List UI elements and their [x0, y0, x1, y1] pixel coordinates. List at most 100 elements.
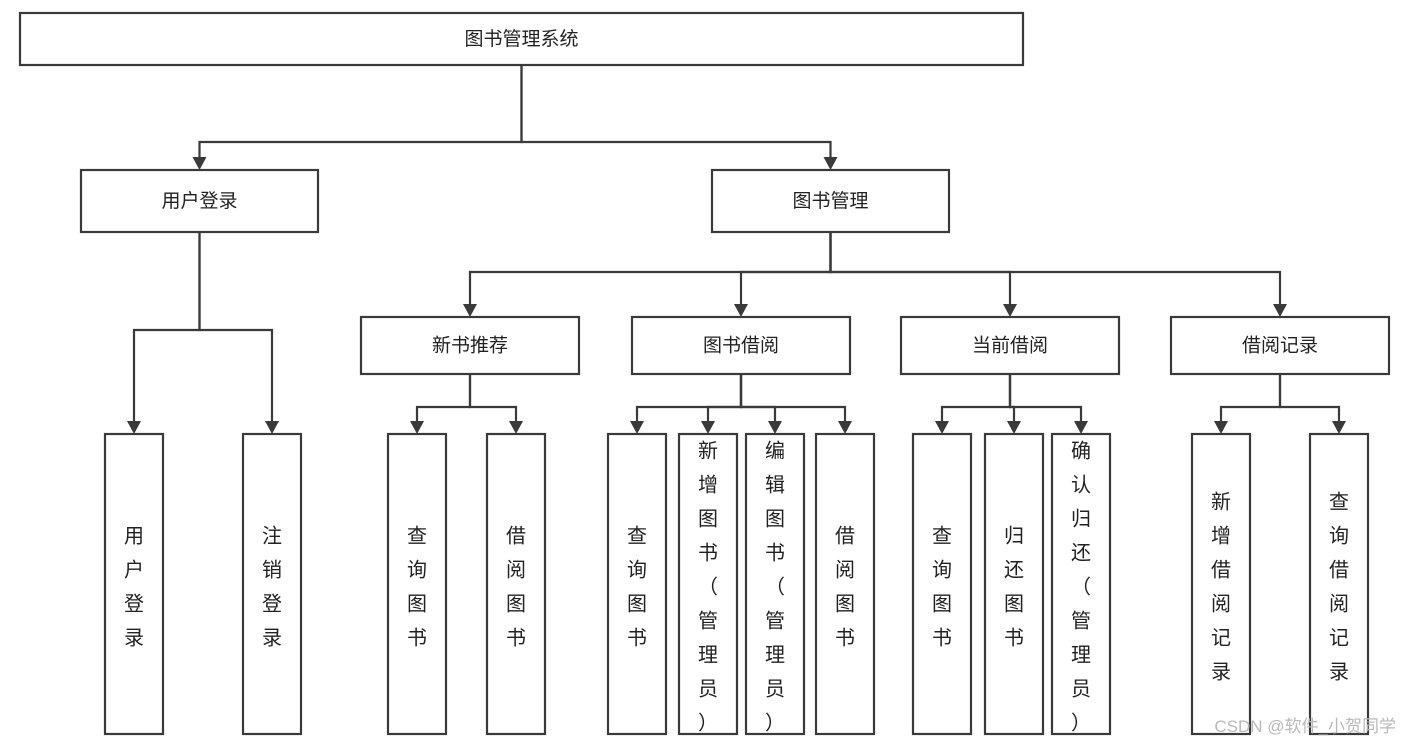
node-root[interactable]: 图书管理系统 [18, 11, 1025, 67]
connector-current-borrow-2-arrowhead [1074, 421, 1088, 434]
connector-bm-2-line [829, 232, 1012, 305]
node-leaf-add-borrow-record[interactable]: 新增借阅记录 [1190, 432, 1252, 736]
connector-book-borrow-0-line [635, 374, 743, 422]
node-leaf-edit-book-box[interactable] [744, 432, 806, 736]
node-current-borrow[interactable]: 当前借阅 [899, 315, 1121, 376]
node-leaf-query-book-recommend-label: 查询图书 [407, 525, 427, 650]
node-leaf-logout[interactable]: 注销登录 [241, 432, 303, 736]
connector-new-book-recommend-1-line [468, 374, 518, 422]
node-leaf-query-borrow-record-label: 查询借阅记录 [1329, 491, 1349, 684]
connector-book-borrow-0-arrowhead [630, 421, 644, 434]
node-leaf-query-book-current-label: 查询图书 [932, 525, 952, 650]
connector-book-borrow-1-arrowhead [701, 421, 715, 434]
node-current-borrow-label: 当前借阅 [972, 335, 1048, 357]
connector-user-login-0-line [132, 232, 201, 422]
connector-bm-2-arrowhead [1003, 304, 1017, 317]
node-user-login-box[interactable] [79, 168, 320, 234]
node-new-book-recommend-label: 新书推荐 [432, 335, 508, 357]
connector-root-1-line [520, 65, 832, 158]
connector-book-borrow-2-arrowhead [768, 421, 782, 434]
node-current-borrow-box[interactable] [899, 315, 1121, 376]
connector-bm-1-line [739, 232, 832, 305]
node-book-management[interactable]: 图书管理 [710, 168, 951, 234]
node-root-label: 图书管理系统 [464, 28, 578, 50]
node-leaf-edit-book[interactable]: 编辑图书（管理员） [744, 432, 806, 736]
node-leaf-borrow-book[interactable]: 借阅图书 [814, 432, 876, 736]
node-leaf-add-book[interactable]: 新增图书（管理员） [677, 432, 739, 736]
connector-current-borrow-1-arrowhead [1007, 421, 1021, 434]
connector-new-book-recommend-0-arrowhead [410, 421, 424, 434]
connector-borrow-record-0-arrowhead [1214, 421, 1228, 434]
connector-current-borrow-0-line [940, 374, 1012, 422]
connector-current-borrow-0-arrowhead [935, 421, 949, 434]
node-leaf-add-borrow-record-label: 新增借阅记录 [1211, 491, 1231, 684]
connector-bm-3-line [829, 232, 1282, 305]
connector-book-borrow-3-arrowhead [838, 421, 852, 434]
node-leaf-add-book-label: 新增图书（管理员） [698, 440, 718, 735]
node-leaf-edit-book-label: 编辑图书（管理员） [765, 440, 785, 735]
connector-user-login-0-arrowhead [127, 421, 141, 434]
connector-new-book-recommend-1-arrowhead [509, 421, 523, 434]
connector-borrow-record-0-line [1219, 374, 1282, 422]
connector-current-borrow-2-line [1008, 374, 1083, 422]
node-leaf-logout-label: 注销登录 [262, 525, 282, 650]
node-leaf-query-book-current-box[interactable] [911, 432, 973, 736]
connector-book-borrow-3-line [739, 374, 847, 422]
node-leaf-confirm-return-box[interactable] [1050, 432, 1112, 736]
connector-bm-0-arrowhead [463, 304, 477, 317]
node-leaf-query-book-borrow-label: 查询图书 [627, 525, 647, 650]
node-leaf-return-book-box[interactable] [983, 432, 1045, 736]
node-leaf-query-book-borrow-box[interactable] [606, 432, 668, 736]
node-leaf-return-book-label: 归还图书 [1004, 525, 1024, 650]
node-new-book-recommend[interactable]: 新书推荐 [359, 315, 581, 376]
connector-user-login-1-arrowhead [265, 421, 279, 434]
connector-user-login-1-line [198, 232, 274, 422]
node-leaf-borrow-book-recommend-box[interactable] [485, 432, 547, 736]
node-leaf-return-book[interactable]: 归还图书 [983, 432, 1045, 736]
node-book-borrow-label: 图书借阅 [703, 335, 779, 357]
connector-book-borrow-2-line [739, 374, 777, 422]
node-leaf-query-book-recommend[interactable]: 查询图书 [386, 432, 448, 736]
node-leaf-borrow-book-label: 借阅图书 [835, 525, 855, 650]
node-leaf-query-borrow-record[interactable]: 查询借阅记录 [1308, 432, 1370, 736]
node-borrow-record[interactable]: 借阅记录 [1169, 315, 1391, 376]
node-borrow-record-label: 借阅记录 [1242, 335, 1318, 357]
node-user-login[interactable]: 用户登录 [79, 168, 320, 234]
nodes-layer: 图书管理系统用户登录图书管理新书推荐图书借阅当前借阅借阅记录用户登录注销登录查询… [18, 11, 1391, 736]
node-book-borrow[interactable]: 图书借阅 [630, 315, 852, 376]
node-leaf-query-book-recommend-box[interactable] [386, 432, 448, 736]
node-leaf-user-login[interactable]: 用户登录 [103, 432, 165, 736]
node-leaf-add-book-box[interactable] [677, 432, 739, 736]
connector-bm-1-arrowhead [734, 304, 748, 317]
node-leaf-query-book-borrow[interactable]: 查询图书 [606, 432, 668, 736]
node-leaf-logout-box[interactable] [241, 432, 303, 736]
connector-root-0-arrowhead [192, 157, 207, 170]
connectors-layer [127, 65, 1346, 434]
node-leaf-borrow-book-recommend-label: 借阅图书 [506, 525, 526, 650]
node-book-management-label: 图书管理 [792, 190, 868, 212]
node-new-book-recommend-box[interactable] [359, 315, 581, 376]
node-leaf-query-borrow-record-box[interactable] [1308, 432, 1370, 736]
node-leaf-confirm-return-label: 确认归还（管理员） [1071, 440, 1091, 735]
connector-new-book-recommend-0-line [415, 374, 472, 422]
node-leaf-query-book-current[interactable]: 查询图书 [911, 432, 973, 736]
node-borrow-record-box[interactable] [1169, 315, 1391, 376]
connector-borrow-record-1-arrowhead [1332, 421, 1346, 434]
csdn-watermark: CSDN @软件_小贺同学 [1214, 717, 1396, 736]
node-user-login-label: 用户登录 [161, 190, 237, 212]
node-leaf-borrow-book-box[interactable] [814, 432, 876, 736]
connector-bm-0-line [468, 232, 832, 305]
node-leaf-user-login-box[interactable] [103, 432, 165, 736]
node-book-management-box[interactable] [710, 168, 951, 234]
connector-root-0-line [198, 65, 523, 158]
node-leaf-user-login-label: 用户登录 [124, 526, 144, 650]
node-leaf-add-borrow-record-box[interactable] [1190, 432, 1252, 736]
node-leaf-borrow-book-recommend[interactable]: 借阅图书 [485, 432, 547, 736]
connector-borrow-record-1-line [1278, 374, 1341, 422]
node-leaf-confirm-return[interactable]: 确认归还（管理员） [1050, 432, 1112, 736]
node-book-borrow-box[interactable] [630, 315, 852, 376]
connector-book-borrow-1-line [706, 374, 743, 422]
node-root-box[interactable] [18, 11, 1025, 67]
